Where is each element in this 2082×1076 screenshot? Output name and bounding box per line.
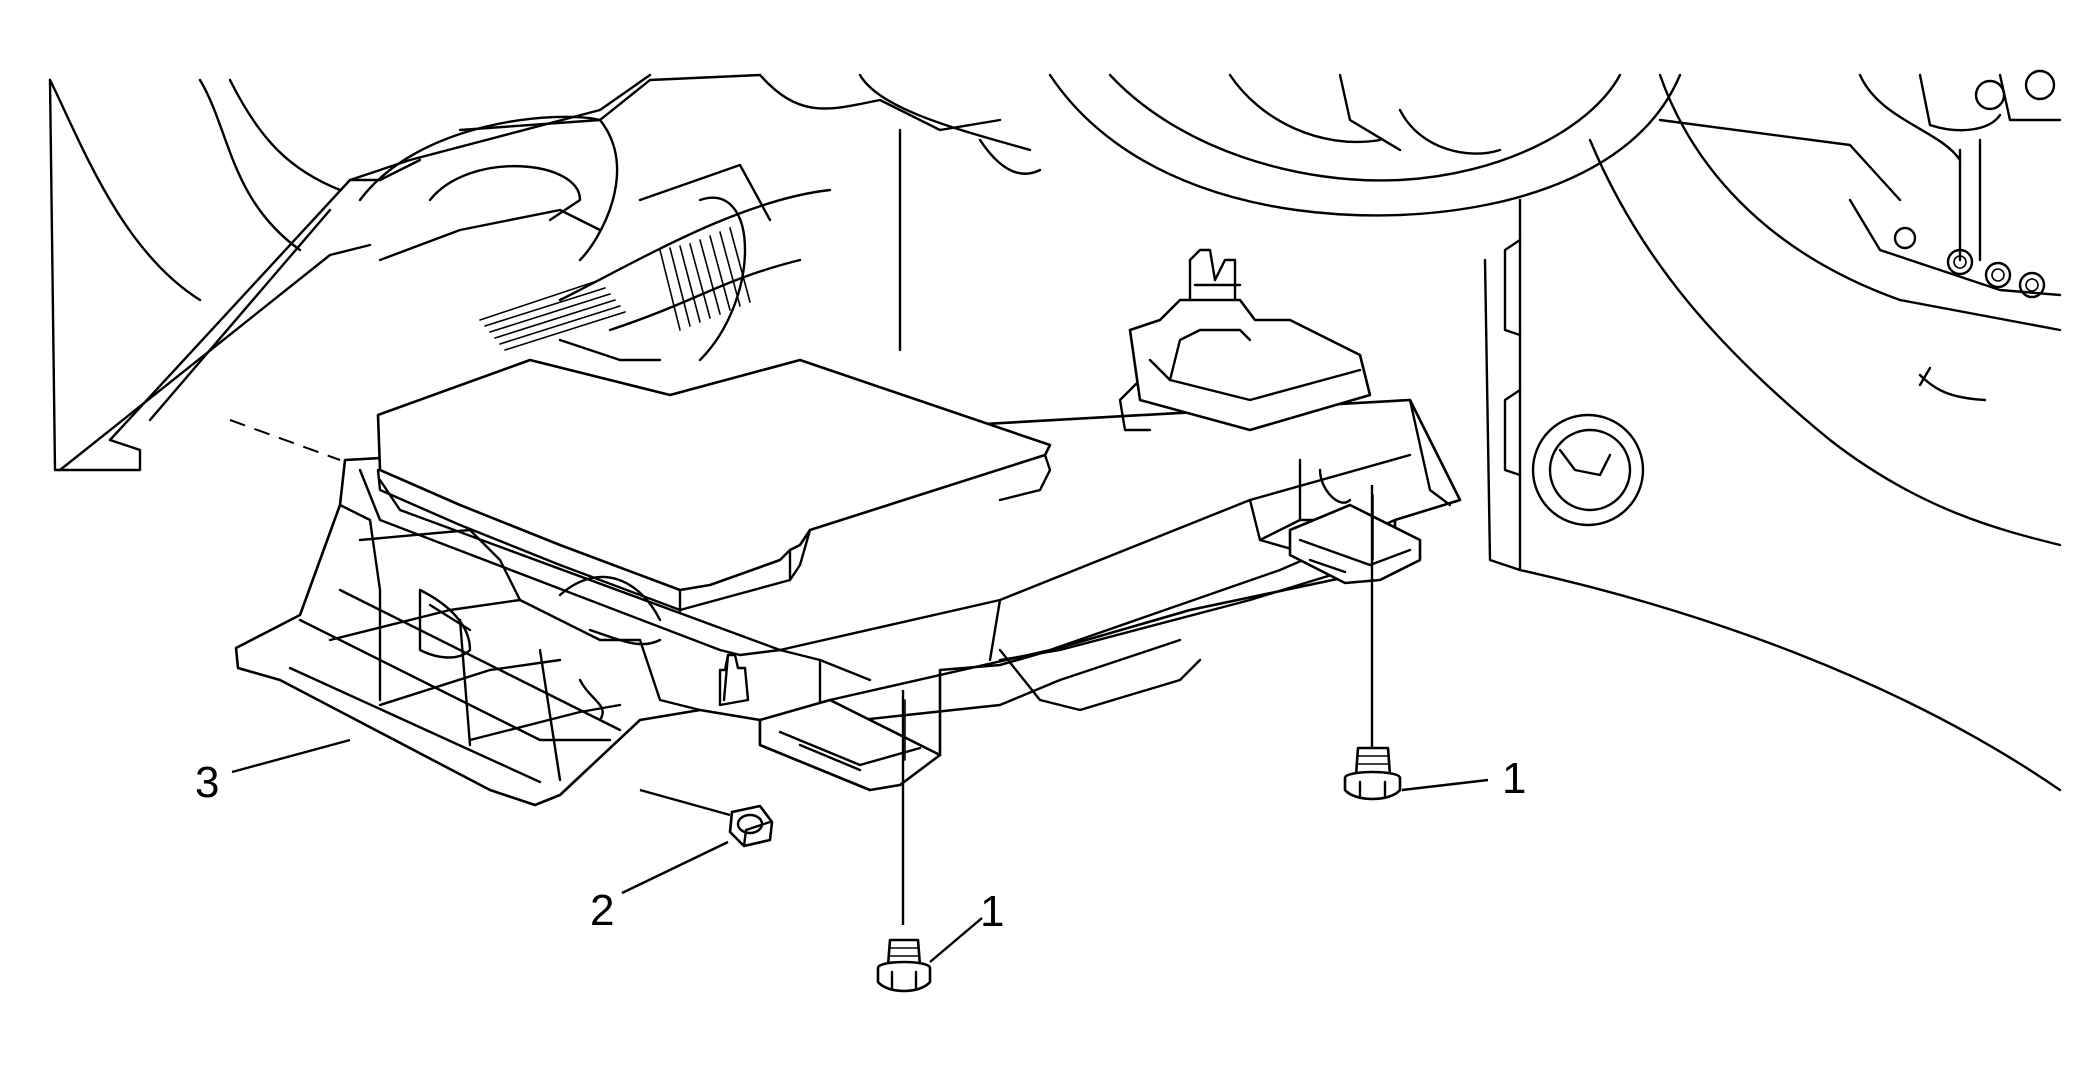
bolt-right bbox=[1343, 746, 1402, 801]
leader-callout-center-bolt bbox=[929, 917, 983, 963]
nut bbox=[728, 804, 774, 848]
vent-louvers bbox=[479, 227, 751, 351]
bolt-center bbox=[876, 938, 932, 993]
callout-label-panel: 3 bbox=[195, 758, 219, 807]
leader-callout-right-bolt bbox=[1401, 778, 1489, 792]
center-console-background bbox=[1483, 69, 2062, 792]
module-box-top bbox=[376, 358, 1052, 592]
leader-callout-panel bbox=[231, 738, 351, 774]
callout-label-nut: 2 bbox=[590, 886, 614, 935]
callout-label-right-bolt: 1 bbox=[1502, 754, 1526, 803]
leader-callout-nut bbox=[621, 840, 729, 895]
panel-assembly bbox=[234, 248, 1462, 807]
guide-line-nut bbox=[639, 788, 731, 817]
callout-label-center-bolt: 1 bbox=[980, 887, 1004, 936]
alignment-dashed-line bbox=[229, 419, 341, 461]
instrument-panel-background bbox=[48, 73, 1682, 472]
center-mounting-tab bbox=[758, 698, 942, 792]
connector-housing bbox=[1128, 298, 1372, 432]
